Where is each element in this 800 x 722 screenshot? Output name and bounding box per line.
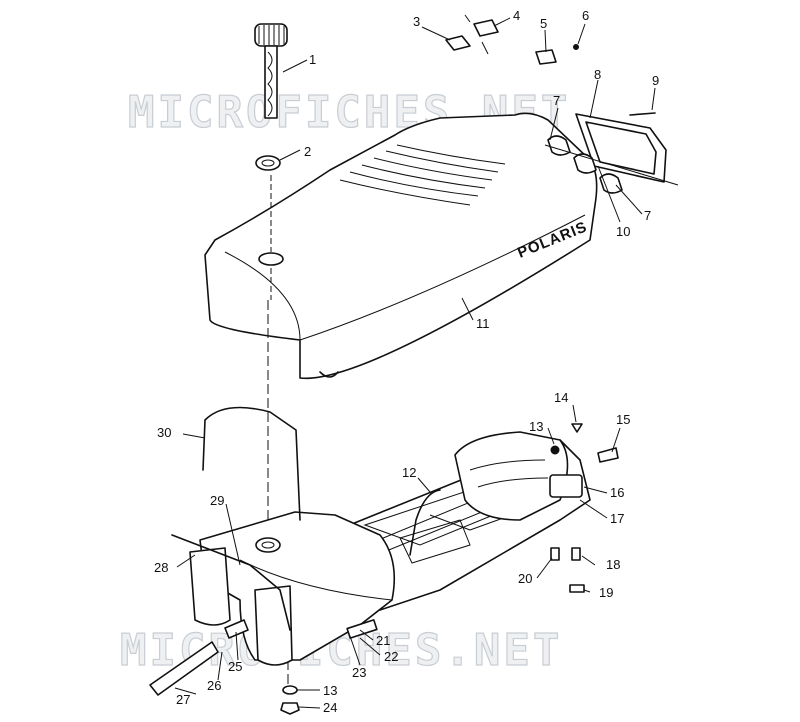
callout-16: 16 xyxy=(610,485,624,500)
fuel-hose xyxy=(149,641,219,696)
leader-lines xyxy=(174,17,656,709)
callout-25: 25 xyxy=(228,659,242,674)
fuel-tank xyxy=(189,511,396,666)
watermark-top: MICROFICHES.NET xyxy=(128,87,570,138)
callout-14: 14 xyxy=(554,390,568,405)
callout-18: 18 xyxy=(606,557,620,572)
rear-storage-box xyxy=(454,431,583,521)
fasteners xyxy=(280,423,619,715)
callout-6: 6 xyxy=(582,8,589,23)
callout-9: 9 xyxy=(652,73,659,88)
callout-15: 15 xyxy=(616,412,630,427)
callout-7-top: 7 xyxy=(553,93,560,108)
callout-30: 30 xyxy=(157,425,171,440)
small-hardware-top xyxy=(445,14,579,65)
callout-labels: 1 2 3 4 5 6 7 8 9 7 10 11 30 12 13 14 15… xyxy=(154,8,659,715)
callout-4: 4 xyxy=(513,8,520,23)
callout-29: 29 xyxy=(210,493,224,508)
callout-12: 12 xyxy=(402,465,416,480)
callout-17: 17 xyxy=(610,511,624,526)
callout-21: 21 xyxy=(376,633,390,648)
vent-hose xyxy=(171,534,291,631)
callout-26: 26 xyxy=(207,678,221,693)
callout-22: 22 xyxy=(384,649,398,664)
callout-3: 3 xyxy=(413,14,420,29)
callout-19: 19 xyxy=(599,585,613,600)
callout-11: 11 xyxy=(476,316,490,331)
seat-cover: POLARIS xyxy=(204,112,598,380)
callout-8: 8 xyxy=(594,67,601,82)
tank-strap xyxy=(202,406,301,521)
callout-2: 2 xyxy=(304,144,311,159)
fuel-line xyxy=(409,489,441,556)
callout-5: 5 xyxy=(540,16,547,31)
tail-light-assembly xyxy=(544,112,679,194)
callout-7-bottom: 7 xyxy=(644,208,651,223)
callout-24: 24 xyxy=(323,700,337,715)
callout-20: 20 xyxy=(518,571,532,586)
grommet xyxy=(255,155,281,171)
callout-27: 27 xyxy=(176,692,190,707)
callout-1: 1 xyxy=(309,52,316,67)
callout-10: 10 xyxy=(616,224,630,239)
callout-28: 28 xyxy=(154,560,168,575)
callout-23: 23 xyxy=(352,665,366,680)
fuel-cap-gauge xyxy=(254,23,288,119)
callout-13-top: 13 xyxy=(529,419,543,434)
callout-13-bottom: 13 xyxy=(323,683,337,698)
